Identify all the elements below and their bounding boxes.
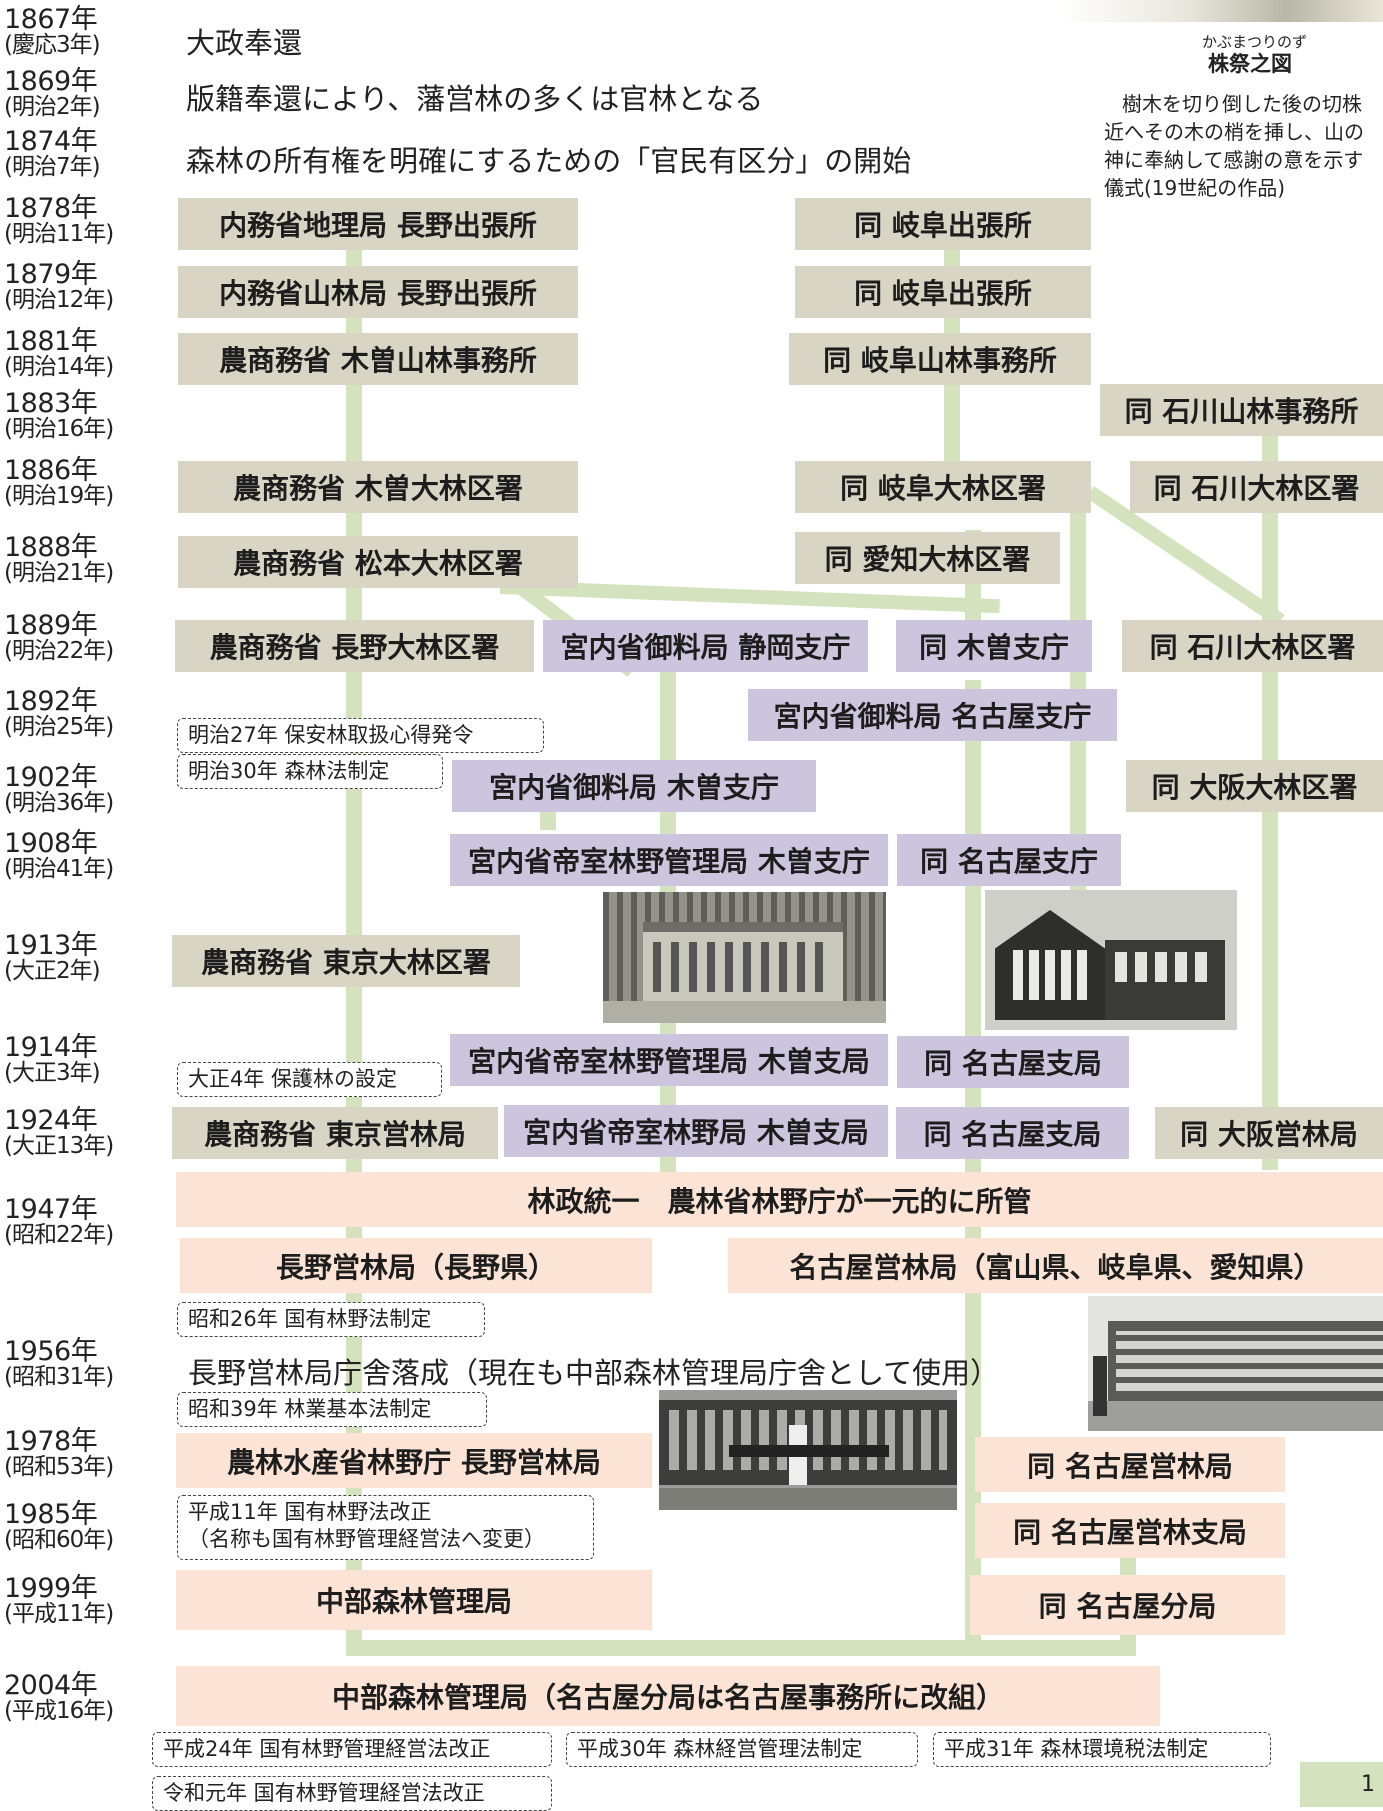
year-label: 1956年(昭和31年) — [4, 1336, 114, 1390]
org-box: 同 名古屋支局 — [896, 1107, 1129, 1159]
year-label: 1914年(大正3年) — [4, 1032, 101, 1086]
org-box: 農商務省 長野大林区署 — [175, 620, 534, 672]
year-label: 1947年(昭和22年) — [4, 1194, 114, 1248]
year-label: 2004年(平成16年) — [4, 1670, 114, 1724]
org-box: 農商務省 松本大林区署 — [178, 536, 578, 588]
law-note: 平成11年 国有林野法改正 （名称も国有林野管理経営法へ変更） — [177, 1495, 594, 1560]
photo-building-1913-right — [985, 890, 1237, 1030]
org-box: 農林水産省林野庁 長野営林局 — [176, 1433, 652, 1488]
year-label: 1889年(明治22年) — [4, 610, 114, 664]
timeline-line-nagano — [346, 208, 362, 1648]
org-box: 同 岐阜出張所 — [795, 198, 1091, 250]
law-note: 昭和26年 国有林野法制定 — [177, 1302, 485, 1338]
photo-building-nagoya — [1088, 1296, 1383, 1431]
year-label: 1908年(明治41年) — [4, 828, 114, 882]
timeline-line-nagoya — [965, 680, 981, 1650]
law-note: 昭和39年 林業基本法制定 — [177, 1392, 487, 1428]
org-box: 同 名古屋支庁 — [897, 834, 1121, 886]
year-label: 1902年(明治36年) — [4, 762, 114, 816]
kabumatsuri-painting — [1060, 0, 1383, 22]
year-label: 1924年(大正13年) — [4, 1105, 114, 1159]
event-text: 大政奉還 — [186, 26, 303, 60]
side-line: 樹木を切り倒した後の切株 — [1122, 92, 1362, 116]
law-note-line: （名称も国有林野管理経営法へ変更） — [188, 1527, 545, 1552]
year-label: 1888年(明治21年) — [4, 532, 114, 586]
law-note: 令和元年 国有林野管理経営法改正 — [152, 1776, 552, 1811]
photo-building-1956 — [659, 1390, 957, 1510]
law-note: 大正4年 保護林の設定 — [177, 1062, 442, 1098]
org-box: 内務省地理局 長野出張所 — [178, 198, 578, 250]
side-ruby: かぶまつりのず — [1202, 33, 1308, 51]
org-box: 同 名古屋営林支局 — [975, 1503, 1285, 1558]
org-box: 同 愛知大林区署 — [795, 532, 1060, 584]
org-box: 内務省山林局 長野出張所 — [178, 266, 578, 318]
org-box: 同 岐阜出張所 — [795, 266, 1091, 318]
org-box: 中部森林管理局 — [176, 1570, 652, 1630]
org-box: 農商務省 東京大林区署 — [172, 935, 520, 987]
org-box: 宮内省御料局 木曽支庁 — [452, 760, 816, 812]
org-box: 宮内省御料局 静岡支庁 — [543, 620, 868, 672]
org-box: 同 石川大林区署 — [1122, 620, 1383, 672]
side-line: 近へその木の梢を挿し、山の — [1104, 120, 1364, 144]
year-label: 1978年(昭和53年) — [4, 1426, 114, 1480]
year-label: 1869年(明治2年) — [4, 66, 101, 120]
org-box: 同 岐阜大林区署 — [795, 461, 1091, 513]
year-label: 1874年(明治7年) — [4, 126, 101, 180]
org-box: 宮内省御料局 名古屋支庁 — [748, 689, 1117, 741]
org-box: 同 名古屋分局 — [970, 1575, 1285, 1635]
org-box: 農商務省 木曽山林事務所 — [178, 333, 578, 385]
org-box: 同 石川山林事務所 — [1100, 384, 1383, 436]
year-label: 1999年(平成11年) — [4, 1573, 114, 1627]
org-box: 同 石川大林区署 — [1130, 461, 1383, 513]
org-box: 農商務省 東京営林局 — [172, 1107, 498, 1159]
law-note: 明治27年 保安林取扱心得発令 — [177, 718, 544, 754]
law-note: 平成24年 国有林野管理経営法改正 — [152, 1732, 552, 1768]
law-note-line: 平成11年 国有林野法改正 — [188, 1500, 432, 1524]
org-box: 同 大阪営林局 — [1155, 1107, 1383, 1159]
event-text: 森林の所有権を明確にするための「官民有区分」の開始 — [186, 144, 912, 178]
org-box: 同 大阪大林区署 — [1126, 760, 1383, 812]
event-text: 版籍奉還により、藩営林の多くは官林となる — [186, 82, 764, 116]
page-number: 1 — [1300, 1762, 1383, 1807]
year-label: 1892年(明治25年) — [4, 686, 114, 740]
org-box: 同 木曽支庁 — [896, 620, 1092, 672]
year-label: 1886年(明治19年) — [4, 455, 114, 509]
year-label: 1985年(昭和60年) — [4, 1499, 114, 1553]
year-label: 1878年(明治11年) — [4, 193, 114, 247]
photo-building-1913-left — [603, 892, 886, 1023]
law-note: 平成31年 森林環境税法制定 — [933, 1732, 1271, 1768]
year-label: 1913年(大正2年) — [4, 930, 101, 984]
year-label: 1879年(明治12年) — [4, 259, 114, 313]
year-label: 1883年(明治16年) — [4, 388, 114, 442]
org-box: 林政統一 農林省林野庁が一元的に所管 — [176, 1172, 1383, 1227]
timeline-line-merge — [346, 1640, 1136, 1656]
event-text: 長野営林局庁舎落成（現在も中部森林管理局庁舎として使用） — [188, 1356, 1000, 1390]
year-label: 1881年(明治14年) — [4, 326, 114, 380]
org-box: 農商務省 木曽大林区署 — [178, 461, 578, 513]
org-box: 同 名古屋営林局 — [975, 1437, 1285, 1492]
org-box: 中部森林管理局（名古屋分局は名古屋事務所に改組） — [176, 1666, 1160, 1726]
org-box: 宮内省帝室林野局 木曽支局 — [504, 1105, 888, 1157]
law-note: 平成30年 森林経営管理法制定 — [566, 1732, 918, 1768]
org-box: 同 岐阜山林事務所 — [789, 333, 1091, 385]
side-title: 株祭之図 — [1208, 52, 1292, 76]
org-box: 長野営林局（長野県） — [180, 1238, 652, 1293]
side-line: 神に奉納して感謝の意を示す — [1104, 148, 1364, 172]
side-line: 儀式(19世紀の作品) — [1104, 176, 1286, 200]
org-box: 名古屋営林局（富山県、岐阜県、愛知県） — [728, 1238, 1383, 1293]
law-note: 明治30年 森林法制定 — [177, 754, 443, 790]
year-label: 1867年(慶応3年) — [4, 4, 101, 58]
org-box: 宮内省帝室林野管理局 木曽支局 — [450, 1034, 888, 1086]
org-box: 同 名古屋支局 — [897, 1036, 1129, 1088]
org-box: 宮内省帝室林野管理局 木曽支庁 — [450, 834, 888, 886]
